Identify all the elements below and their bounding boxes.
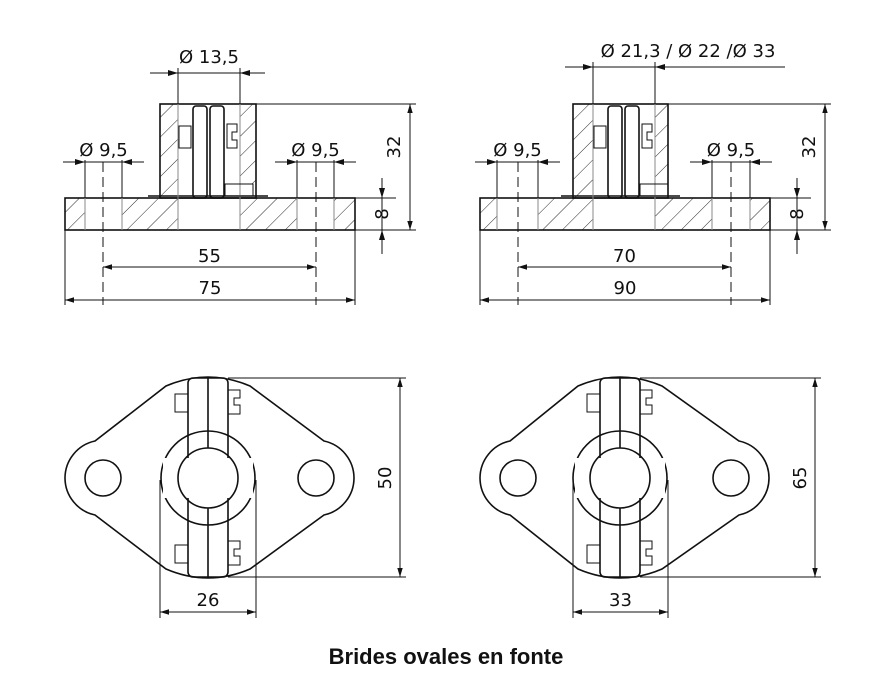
bolt-head-icon — [593, 125, 607, 149]
overall-height-label: 32 — [384, 136, 405, 159]
hole-spacing-label: 70 — [613, 246, 636, 267]
bolt-head-icon — [586, 393, 601, 413]
tube-body — [159, 103, 257, 199]
nut-icon — [226, 123, 238, 149]
clamp-jaw — [607, 105, 623, 199]
bolt-head-icon — [178, 125, 192, 149]
clamp-width-label: 26 — [197, 590, 220, 611]
bore-section — [593, 198, 655, 230]
hole-diameter-label: Ø 9,5 — [493, 140, 542, 161]
top-view-small: 50 26 — [64, 376, 406, 618]
washer — [224, 183, 254, 197]
bolt-head-icon — [174, 544, 189, 564]
bolt-head-icon — [586, 544, 601, 564]
bore-gap — [178, 104, 240, 198]
tube-hatch-right — [655, 104, 668, 184]
nut-icon — [641, 123, 653, 149]
mounting-hole — [84, 459, 122, 497]
nut-icon — [227, 540, 241, 566]
hole-diameter-label: Ø 9,5 — [79, 140, 128, 161]
flange-height-label: 65 — [790, 467, 811, 490]
nut-icon — [639, 389, 653, 415]
bore-diameter-label: Ø 21,3 / Ø 22 /Ø 33 — [601, 41, 776, 62]
top-view-large: 65 33 — [479, 376, 821, 618]
tube-hatch-right — [240, 104, 256, 184]
bore-diameter-label: Ø 13,5 — [179, 47, 239, 68]
bore-gap — [593, 104, 655, 198]
clamp-width-label: 33 — [609, 590, 632, 611]
flange-outline — [479, 376, 770, 579]
bore-section — [178, 198, 240, 230]
side-view-small: Ø 9,5 Ø 9,5 Ø 13,5 55 75 32 8 — [63, 47, 416, 305]
hole-diameter-label: Ø 9,5 — [707, 140, 756, 161]
clamp-jaw — [192, 105, 208, 199]
side-view-large: Ø 9,5 Ø 9,5 Ø 21,3 / Ø 22 /Ø 33 70 90 32 8 — [475, 41, 831, 305]
flange-outline — [64, 376, 355, 579]
mounting-hole — [712, 459, 750, 497]
hole-spacing-label: 55 — [198, 246, 221, 267]
drawing-caption: Brides ovales en fonte — [328, 644, 564, 669]
hole-diameter-label: Ø 9,5 — [291, 140, 340, 161]
nut-icon — [639, 540, 653, 566]
tube-hatch-left — [573, 104, 593, 198]
clamp-jaw — [624, 105, 640, 199]
clamp-jaw — [209, 105, 225, 199]
mounting-hole — [297, 459, 335, 497]
plate-thickness-label: 8 — [787, 208, 808, 219]
overall-length-label: 75 — [199, 278, 222, 299]
nut-icon — [227, 389, 241, 415]
plate-thickness-label: 8 — [372, 208, 393, 219]
washer — [639, 183, 669, 197]
flange-height-label: 50 — [375, 467, 396, 490]
mounting-hole — [499, 459, 537, 497]
mask — [163, 458, 253, 498]
bolt-head-icon — [174, 393, 189, 413]
tube-hatch-left — [160, 104, 178, 198]
mask — [575, 458, 665, 498]
overall-height-label: 32 — [799, 136, 820, 159]
overall-length-label: 90 — [614, 278, 637, 299]
